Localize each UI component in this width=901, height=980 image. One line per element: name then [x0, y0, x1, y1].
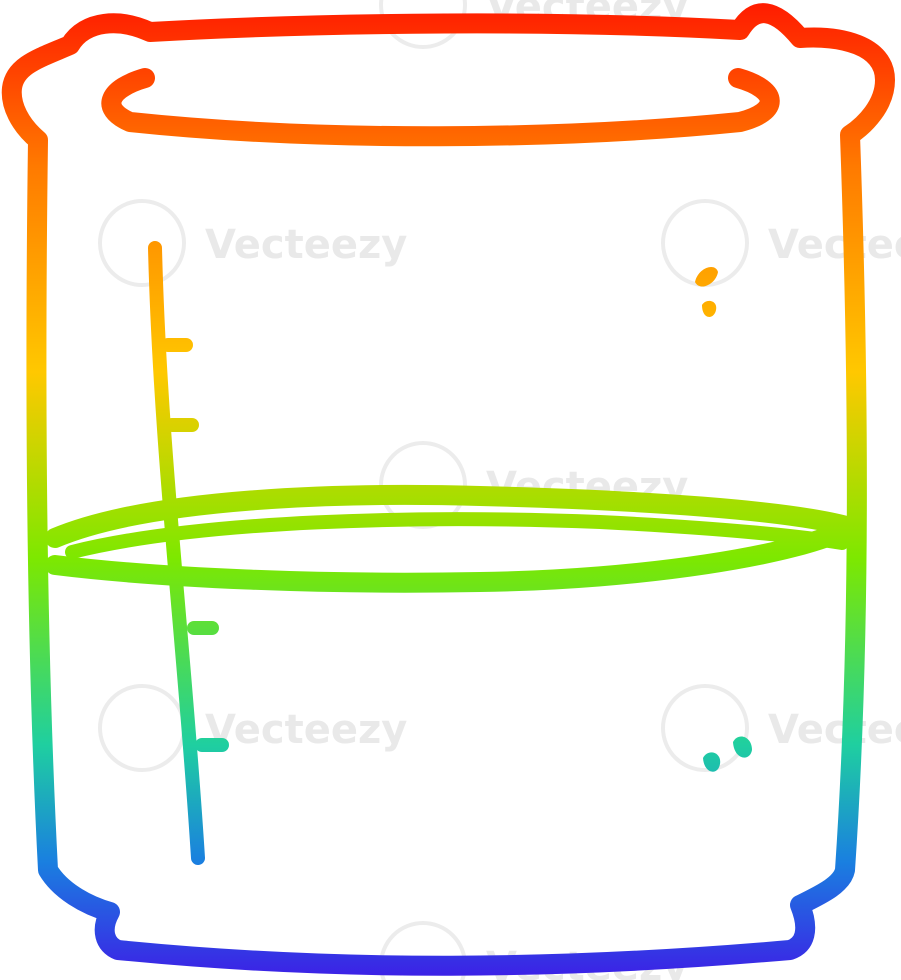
beaker-body-outline: [1, 3, 895, 976]
watermark-logo-icon: [98, 199, 186, 287]
watermark-tile: Vecteezy: [98, 199, 407, 287]
highlight-mark: [703, 752, 721, 772]
highlight-mark: [702, 300, 717, 317]
watermark-text: Vecteezy: [768, 222, 901, 268]
scale-line: [148, 241, 205, 865]
beaker-rim-opening: [101, 68, 780, 147]
watermark-logo-icon: [379, 0, 467, 49]
watermark-tile: Vecteezy: [98, 684, 407, 772]
liquid-surface-inner: [65, 512, 849, 559]
watermark-logo-icon: [379, 441, 467, 529]
watermark-logo-icon: [661, 684, 749, 772]
watermark-text: Vecteezy: [205, 707, 407, 753]
watermark-logo-icon: [98, 684, 186, 772]
liquid-surface: [45, 484, 860, 593]
highlight-mark: [733, 736, 752, 758]
watermark-tile: Vecteezy: [661, 684, 901, 772]
highlight-mark: [695, 267, 718, 287]
watermark-tile: Vecteezy: [661, 199, 901, 287]
watermark-text: Vecteezy: [205, 222, 407, 268]
watermark-text: Vecteezy: [768, 707, 901, 753]
